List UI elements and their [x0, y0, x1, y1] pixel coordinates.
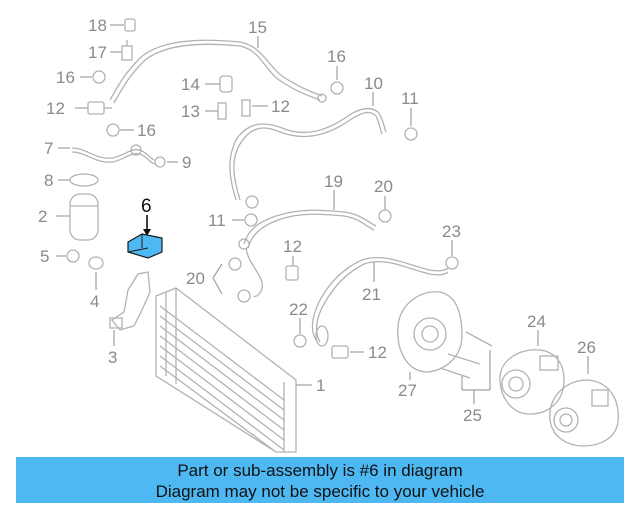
part-27-housing [397, 291, 463, 380]
part-13-valve [205, 102, 227, 120]
part-12-switch-b [241, 99, 268, 117]
pipe-7 [58, 144, 155, 165]
callout-9: 9 [182, 153, 191, 172]
callout-12: 12 [46, 99, 65, 118]
callout-2: 2 [38, 207, 47, 226]
callout-24: 24 [527, 312, 546, 331]
part-11-oring-b [232, 213, 258, 227]
callout-22: 22 [289, 300, 308, 319]
part-16-oring [80, 70, 106, 84]
banner-line-2: Diagram may not be specific to your vehi… [155, 482, 485, 501]
callout-16: 16 [327, 47, 346, 66]
callout-14: 14 [181, 75, 200, 94]
part-11-oring [404, 108, 418, 141]
callout-15: 15 [248, 18, 267, 37]
callout-20: 20 [374, 177, 393, 196]
callout-27: 27 [398, 381, 417, 400]
part-24-compressor [499, 330, 565, 415]
callout-11: 11 [208, 211, 226, 230]
callout-12: 12 [368, 343, 387, 362]
pipe-19 [238, 190, 377, 298]
callout-11: 11 [401, 89, 419, 108]
part-6-bracket [127, 233, 163, 259]
part-5-plug [56, 249, 80, 263]
callout-1: 1 [316, 376, 325, 395]
banner-line-1: Part or sub-assembly is #6 in diagram [177, 461, 463, 480]
part-3-bracket [109, 271, 151, 346]
callout-18: 18 [88, 16, 107, 35]
highlighted-part-6 [127, 215, 163, 259]
info-banner: Part or sub-assembly is #6 in diagram Di… [16, 457, 624, 503]
callout-16: 16 [137, 121, 156, 140]
callout-13: 13 [181, 102, 200, 121]
part-23-oring [445, 240, 459, 270]
pipe-10 [229, 92, 387, 209]
callout-19: 19 [324, 172, 343, 191]
callout-8: 8 [44, 171, 53, 190]
callout-25: 25 [463, 406, 482, 425]
part-14-cap [205, 75, 233, 93]
callout-4: 4 [90, 292, 99, 311]
callout-23: 23 [442, 222, 461, 241]
part-1-condenser [155, 287, 312, 453]
part-4-bracket [88, 256, 104, 290]
callout-20: 20 [186, 269, 205, 288]
callout-7: 7 [44, 139, 53, 158]
callout-26: 26 [577, 338, 596, 357]
part-18-cap [110, 18, 136, 32]
part-8-cap [58, 173, 99, 187]
callout-10: 10 [364, 74, 383, 93]
part-22-oring [293, 318, 307, 348]
callout-16: 16 [56, 68, 75, 87]
part-12-switch-c [285, 256, 299, 281]
part-2-drier [56, 193, 99, 241]
callout-12: 12 [271, 97, 290, 116]
hose-15 [109, 36, 327, 104]
part-12-switch-d [331, 345, 364, 359]
part-25-bolts [439, 331, 493, 404]
part-9-oring [154, 156, 178, 168]
callout-3: 3 [108, 348, 117, 367]
part-20-oring [378, 196, 392, 223]
callout-6-highlighted: 6 [141, 196, 152, 217]
part-16-oring-c [330, 66, 344, 95]
part-20-orings-pair [212, 257, 251, 303]
callout-12: 12 [283, 237, 302, 256]
callout-labels: 18 17 16 15 16 14 10 11 12 13 12 16 7 9 … [38, 16, 596, 425]
part-12-switch [75, 101, 112, 115]
part-16-oring-b [106, 123, 134, 137]
part-17-sensor [110, 40, 133, 61]
part-26-compressor-alt [549, 356, 619, 447]
parts-diagram: 18 17 16 15 16 14 10 11 12 13 12 16 7 9 … [38, 16, 619, 453]
callout-17: 17 [88, 43, 107, 62]
callout-21: 21 [362, 285, 381, 304]
callout-5: 5 [40, 247, 49, 266]
pipe-21 [311, 256, 449, 347]
